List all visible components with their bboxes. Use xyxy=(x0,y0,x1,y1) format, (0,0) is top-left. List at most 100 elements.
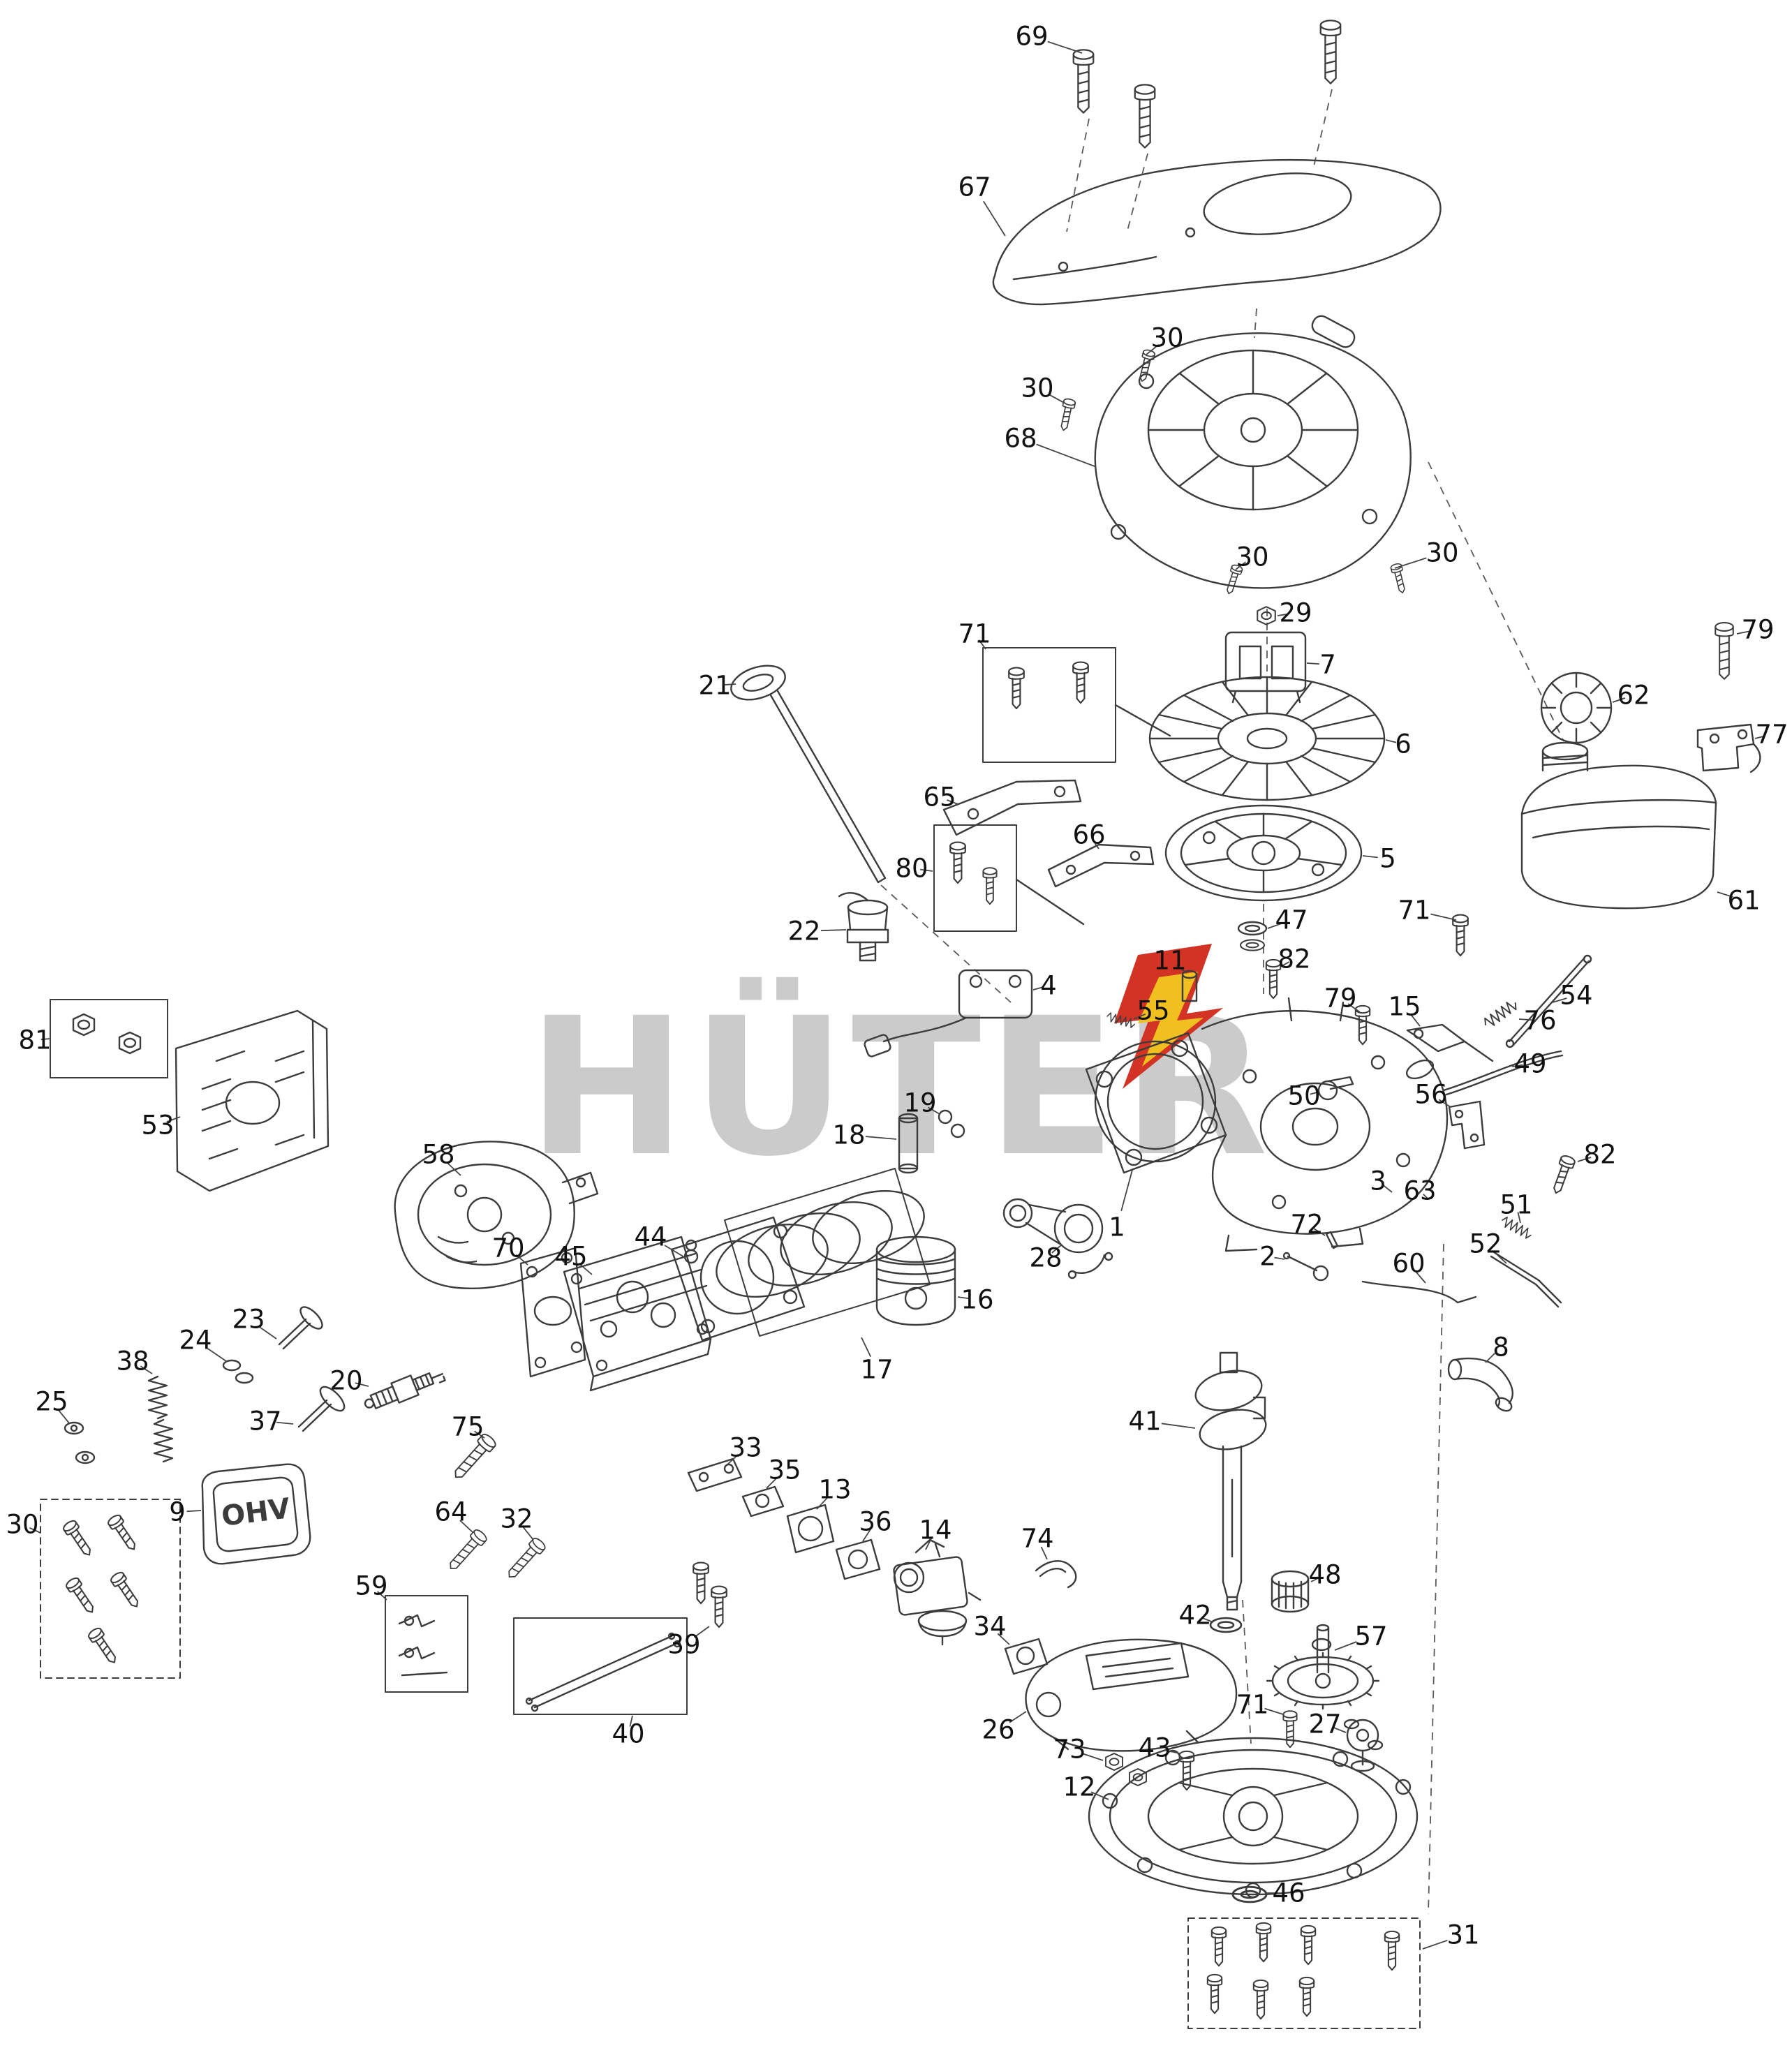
leader-line-8 xyxy=(1485,1353,1495,1363)
leader-line-75 xyxy=(474,1430,485,1439)
part-label-55: 55 xyxy=(1136,996,1169,1026)
leader-line-58 xyxy=(447,1162,461,1176)
leader-line-76 xyxy=(1518,1018,1532,1021)
shroud-screw-30 xyxy=(1057,397,1076,432)
shroud-screw-30 xyxy=(1389,562,1409,595)
housing-bolts-69 xyxy=(1072,20,1342,149)
leader-line-23 xyxy=(259,1326,277,1340)
leader-line-5 xyxy=(1362,855,1378,859)
bolt-kit-80-box xyxy=(933,824,1085,932)
leader-line-31 xyxy=(1422,1939,1448,1950)
leader-line-34 xyxy=(997,1633,1010,1645)
leader-line-15 xyxy=(1410,1014,1421,1027)
rocker-bolts-39 xyxy=(693,1561,727,1628)
leader-line-65 xyxy=(947,799,958,805)
part-label-71: 71 xyxy=(1236,1690,1268,1720)
part-label-35: 35 xyxy=(768,1455,801,1485)
air-guide-plate-65 xyxy=(942,779,1082,836)
part-label-77: 77 xyxy=(1755,720,1788,750)
leader-line-71 xyxy=(1264,1707,1284,1715)
leader-line-28 xyxy=(1051,1245,1062,1254)
governor-spring-76 xyxy=(1481,997,1520,1030)
oil-slinger-gear-48 xyxy=(1271,1570,1310,1613)
leader-line-26 xyxy=(1009,1711,1027,1723)
oil-dipstick xyxy=(730,665,887,884)
part-label-62: 62 xyxy=(1617,681,1650,711)
breather-tube-11 xyxy=(1181,970,1198,1002)
part-label-22: 22 xyxy=(787,917,820,947)
leader-line-66 xyxy=(1092,840,1099,849)
part-label-74: 74 xyxy=(1021,1524,1053,1554)
part-label-63: 63 xyxy=(1403,1176,1436,1206)
part-label-79: 79 xyxy=(1324,984,1356,1014)
leader-line-4 xyxy=(1032,986,1043,990)
leader-line-79 xyxy=(1736,630,1750,635)
tank-bolt-79 xyxy=(1715,622,1734,680)
part-label-53: 53 xyxy=(141,1111,174,1141)
part-label-49: 49 xyxy=(1513,1049,1546,1079)
part-label-39: 39 xyxy=(667,1630,700,1660)
part-label-36: 36 xyxy=(859,1507,891,1537)
leader-line-49 xyxy=(1511,1064,1523,1067)
connecting-rod-28 xyxy=(1002,1198,1113,1279)
leader-line-51 xyxy=(1517,1212,1521,1224)
part-label-73: 73 xyxy=(1053,1735,1086,1765)
cylinder-crankcase-1 xyxy=(1085,997,1449,1252)
crankshaft-41 xyxy=(1194,1351,1267,1611)
leader-line-20 xyxy=(355,1382,369,1387)
part-label-50: 50 xyxy=(1287,1081,1320,1111)
leader-line-17 xyxy=(861,1337,872,1357)
leader-line-19 xyxy=(927,1106,940,1115)
part-label-18: 18 xyxy=(832,1120,865,1150)
rocker-arm-kit-59-box xyxy=(385,1595,468,1693)
leader-line-55 xyxy=(1133,1013,1146,1020)
leader-line-41 xyxy=(1161,1423,1196,1429)
leader-line-67 xyxy=(983,200,1006,237)
dowel-pin-72 xyxy=(1325,1231,1339,1249)
part-label-67: 67 xyxy=(958,172,991,202)
part-label-26: 26 xyxy=(982,1715,1014,1745)
leader-line-30 xyxy=(1048,394,1066,404)
valve-cover-9: OHV xyxy=(201,1463,311,1565)
leader-line-63 xyxy=(1423,1194,1429,1200)
oil-pan-12 xyxy=(1088,1737,1419,1899)
leader-line-2 xyxy=(1274,1256,1285,1260)
valve-seals-25 xyxy=(64,1421,96,1464)
piston-rings-17 xyxy=(716,1168,931,1337)
leader-line-45 xyxy=(579,1263,593,1275)
leader-line-16 xyxy=(957,1296,970,1300)
part-label-48: 48 xyxy=(1308,1560,1341,1590)
carb-gasket-36 xyxy=(835,1538,881,1580)
bolt-79b xyxy=(1354,1004,1371,1046)
part-label-82: 82 xyxy=(1583,1140,1616,1170)
push-rod-kit-40-box xyxy=(513,1617,688,1715)
leader-line-25 xyxy=(58,1410,71,1425)
leader-line-74 xyxy=(1040,1546,1048,1560)
head-cover-gasket-70 xyxy=(519,1247,586,1378)
cylinder-baffle-66 xyxy=(1047,843,1155,888)
part-label-11: 11 xyxy=(1153,946,1186,976)
leader-line-13 xyxy=(816,1497,829,1510)
part-label-4: 4 xyxy=(1040,971,1057,1001)
assembly-axis-lines xyxy=(880,89,1564,1915)
part-label-80: 80 xyxy=(895,854,928,884)
part-label-68: 68 xyxy=(1004,424,1037,454)
leader-line-80 xyxy=(919,868,933,872)
rocker-plate-33 xyxy=(687,1457,743,1492)
part-label-47: 47 xyxy=(1275,905,1308,935)
part-label-29: 29 xyxy=(1279,598,1312,628)
part-label-61: 61 xyxy=(1727,886,1760,916)
leader-line-7 xyxy=(1306,662,1320,665)
part-label-72: 72 xyxy=(1290,1210,1323,1240)
part-label-30: 30 xyxy=(1021,373,1053,403)
leader-line-47 xyxy=(1267,922,1282,929)
part-label-38: 38 xyxy=(116,1346,149,1377)
leader-line-30 xyxy=(29,1527,41,1534)
part-label-79: 79 xyxy=(1741,615,1774,645)
part-label-30: 30 xyxy=(1236,542,1268,572)
leader-line-52 xyxy=(1493,1251,1507,1264)
bolt-71 xyxy=(1452,914,1469,957)
part-label-81: 81 xyxy=(18,1025,51,1055)
